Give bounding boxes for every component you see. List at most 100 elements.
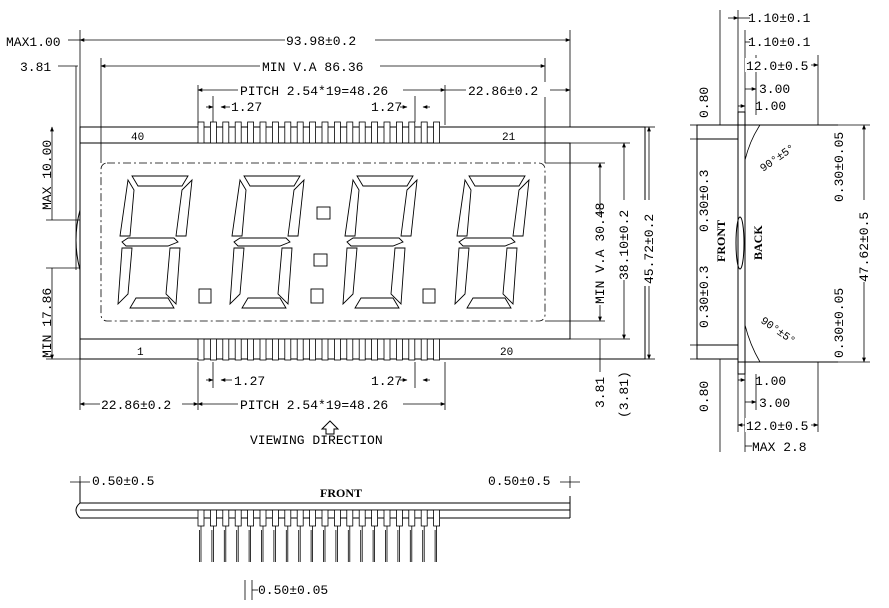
dim-side-top-4: 3.00 [759,82,790,97]
digit-segment [175,178,193,237]
dim-overall-width: 93.98±0.2 [286,34,356,49]
dim-side-left-top: 0.80 [697,87,712,118]
dim-side-bot-4: MAX 2.8 [752,440,807,455]
pin-top [346,121,354,144]
label-back: BACK [751,225,765,260]
pin-top [358,121,366,144]
pin-side-head [371,509,379,527]
digit-segment [117,247,133,306]
pin-bottom [358,338,366,361]
pin-bottom [383,338,391,361]
pin-bottom [234,338,242,361]
dim-min-va-width: MIN V.A 86.36 [262,60,363,75]
dim-side-left-mid-2: 0.30±0.3 [697,266,712,328]
dim-pin-width-2: 1.27 [371,100,402,115]
pin-bottom [259,338,267,361]
digit-segment [277,247,293,306]
dim-bottom-left: 0.50±0.5 [92,474,154,489]
pin-side-head [209,509,217,527]
pin-bottom [420,338,428,361]
dim-side-top-1: 1.10±0.1 [748,11,811,26]
pin-bottom [271,338,279,361]
pin-bottom [309,338,317,361]
pin-side-head [333,509,341,527]
pin-bottom [408,338,416,361]
dim-side-top-5: 1.00 [755,99,786,114]
pins-side [197,509,441,562]
digit-segment [390,247,406,306]
pin-side-head [420,509,428,527]
pin-top [420,121,428,144]
side-view: 90°±5° 90°±5° FRONT BACK 1.10±0.1 1.10±0… [690,10,872,455]
bottom-view-label: FRONT [320,486,362,500]
pin-side-head [296,509,304,527]
pin-side-head [197,509,205,527]
digit-segment [512,178,530,237]
dim-pin-width-1: 1.27 [231,100,262,115]
pins-bottom [197,338,441,361]
digit-segment [243,175,301,187]
digit-segment [119,178,135,237]
pin-bottom [321,338,329,361]
pin-top [259,121,267,144]
digit-segment [354,297,400,309]
dim-offset-top: 22.86±0.2 [468,84,538,99]
digit-segment [131,175,189,187]
pin-side-head [433,509,441,527]
panel-outline [79,126,646,360]
pin-top [433,121,441,144]
digit-segment [165,247,181,306]
dim-side-left-bottom: 0.80 [697,381,712,412]
dim-side-left-mid-1: 0.30±0.3 [697,170,712,232]
dim-bottom-edge: 3.81 [593,377,608,408]
dim-min-va-height: MIN V.A 30.48 [593,203,608,304]
pin-side-head [395,509,403,527]
pin-top [333,121,341,144]
pin-side-head [383,509,391,527]
pin-bottom [197,338,205,361]
digit-segment [454,247,470,306]
viewing-direction-arrow-icon [320,420,340,435]
digit-segment [344,178,360,237]
digit-segment [231,178,247,237]
front-view: 40 21 1 20 93.98±0.2 MAX1.00 MIN V.A 86.… [6,30,657,448]
decimal-point [310,288,324,304]
dim-pitch-top: PITCH 2.54*19=48.26 [240,84,388,99]
pin-top [408,121,416,144]
dim-side-top-3: 12.0±0.5 [746,59,808,74]
digit-segment [129,297,175,309]
pin-bottom [346,338,354,361]
digit-segment [456,178,472,237]
pin-top [321,121,329,144]
digit-segment [287,178,305,237]
decimal-point [198,288,212,304]
dim-side-bot-1: 1.00 [755,374,786,389]
digit-segment [466,297,512,309]
dim-side-bot-2: 3.00 [759,396,790,411]
digit-segment [346,237,404,247]
pin-bottom [371,338,379,361]
dim-max-thickness: MAX1.00 [6,35,61,50]
pin-bottom [209,338,217,361]
dim-angle-top: 90°±5° [758,143,797,176]
viewing-area [100,162,546,322]
dim-height-inner: 38.10±0.2 [617,210,632,280]
pin-bottom [333,338,341,361]
pin-side-head [259,509,267,527]
pin-bottom [395,338,403,361]
pin-side-head [346,509,354,527]
digit-segment [233,237,291,247]
dim-min-pin-len: MIN 17.86 [40,288,55,358]
pin-top [271,121,279,144]
digit-segment [502,247,518,306]
pin-top [371,121,379,144]
digit-segment [356,175,414,187]
glass-outline [79,142,571,340]
pin-side-head [358,509,366,527]
viewing-direction-caption: VIEWING DIRECTION [250,433,383,448]
dim-pin-width-4: 1.27 [371,374,402,389]
pin-label-21: 21 [502,132,516,144]
colon-top [316,206,331,220]
pin-top [247,121,255,144]
